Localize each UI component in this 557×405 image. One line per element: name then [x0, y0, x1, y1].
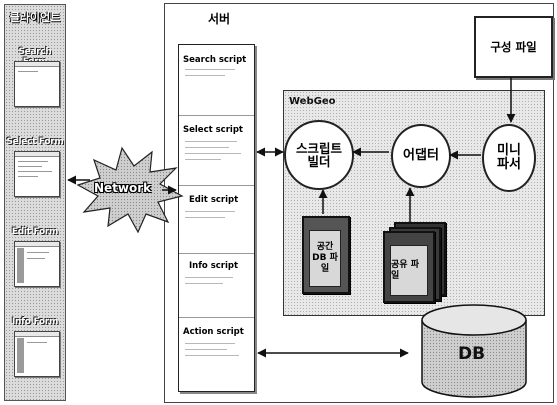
- script-builder-node: 스크립트 빌더: [284, 120, 354, 190]
- client-panel: 클라이언트 Search Form Select Form Edit Form …: [4, 4, 66, 401]
- info-form-label: Info Form: [11, 317, 59, 327]
- webgeo-label: WebGeo: [289, 96, 336, 107]
- script-column: Search script Select script Edit script …: [178, 44, 255, 392]
- network-burst-icon: [76, 146, 184, 234]
- info-form-thumbnail: [14, 331, 60, 377]
- spatial-db-file-icon: 공간 DB 파일: [302, 216, 350, 294]
- db-label: DB: [458, 344, 486, 364]
- shared-file-label: 공유 파일: [390, 245, 428, 296]
- select-script-label: Select script: [183, 125, 243, 135]
- shared-file-icon: 공유 파일: [383, 231, 435, 303]
- client-title: 클라이언트: [9, 11, 61, 24]
- script-builder-label: 스크립트 빌더: [295, 140, 342, 169]
- server-frame: [164, 3, 554, 403]
- mini-parser-label: 미니 파서: [497, 143, 521, 172]
- db-cylinder-icon: [421, 304, 527, 398]
- network-label: Network: [94, 181, 152, 195]
- adapter-label: 어댑터: [403, 148, 439, 164]
- config-file-box: 구성 파일: [474, 16, 553, 78]
- info-script-label: Info script: [189, 261, 239, 271]
- spatial-db-file-label: 공간 DB 파일: [309, 230, 341, 287]
- action-script-label: Action script: [183, 327, 244, 337]
- select-form-label: Select Form: [6, 137, 64, 147]
- select-form-thumbnail: [14, 151, 60, 197]
- server-title: 서버: [208, 12, 231, 26]
- edit-script-label: Edit script: [189, 195, 239, 205]
- edit-form-thumbnail: [14, 241, 60, 287]
- search-script-label: Search script: [183, 55, 247, 65]
- mini-parser-node: 미니 파서: [482, 124, 536, 192]
- edit-form-label: Edit Form: [11, 227, 59, 237]
- search-form-thumbnail: [14, 61, 60, 107]
- adapter-node: 어댑터: [391, 124, 451, 188]
